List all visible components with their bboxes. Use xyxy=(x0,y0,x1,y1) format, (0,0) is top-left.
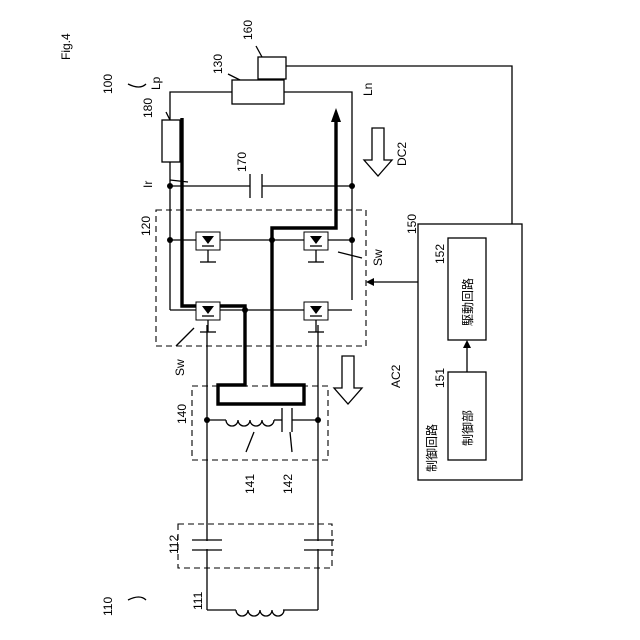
label-ac2: AC2 xyxy=(389,364,403,388)
leader-110 xyxy=(128,597,146,600)
cap-gap-left xyxy=(200,541,214,549)
sw-right-leader xyxy=(338,252,362,258)
ac-leg-wires xyxy=(207,325,318,420)
current-path-arrowhead xyxy=(331,108,341,122)
leader-141 xyxy=(246,432,254,452)
label-180: 180 xyxy=(141,98,155,118)
label-110: 110 xyxy=(101,597,115,616)
label-141: 141 xyxy=(243,474,257,494)
capacitor-142 xyxy=(282,408,318,432)
label-142: 142 xyxy=(281,474,295,494)
label-152: 152 xyxy=(433,244,447,264)
label-140: 140 xyxy=(175,404,189,424)
ac-line-wires xyxy=(207,420,318,610)
leader-130 xyxy=(228,74,240,80)
label-150: 150 xyxy=(405,214,419,234)
control-circuit-text: 制御部 xyxy=(460,410,475,446)
label-100: 100 xyxy=(101,74,115,94)
filter-140-frame xyxy=(192,386,328,460)
lp-rail-top xyxy=(170,92,232,120)
sensor-130-box xyxy=(232,80,284,104)
label-160: 160 xyxy=(241,20,255,40)
converter-120-frame xyxy=(156,210,366,346)
label-dc2: DC2 xyxy=(395,142,409,166)
label-sw-right: Sw xyxy=(371,249,385,266)
leader-100 xyxy=(128,84,146,87)
capacitor-170 xyxy=(250,174,262,198)
current-path xyxy=(182,118,336,404)
ln-rail xyxy=(284,92,352,300)
drive-signal-arrowhead xyxy=(366,278,374,286)
label-130: 130 xyxy=(211,54,225,74)
label-120: 120 xyxy=(139,216,153,236)
leader-142 xyxy=(290,432,292,452)
label-170: 170 xyxy=(235,152,249,172)
power-rails xyxy=(170,92,352,610)
source-inductor-111 xyxy=(236,610,284,616)
label-lp: Lp xyxy=(149,76,163,90)
switch-top-left xyxy=(196,232,220,262)
dc2-arrow xyxy=(364,128,392,176)
label-ir: Ir xyxy=(141,181,155,188)
sw-left-leader xyxy=(176,328,194,346)
label-151: 151 xyxy=(433,368,447,388)
drive-circuit-text: 駆動回路 xyxy=(460,278,475,326)
switch-bottom-right xyxy=(304,302,328,332)
switch-bottom-left xyxy=(196,302,220,332)
label-111: 111 xyxy=(191,591,205,610)
block-160-box xyxy=(258,57,286,79)
leader-160 xyxy=(256,46,262,57)
label-ln: Ln xyxy=(361,83,375,96)
switch-top-right xyxy=(304,232,328,262)
inductor-141 xyxy=(207,420,282,426)
cap-gap-right xyxy=(311,541,325,549)
controller-title: 制御回路 xyxy=(424,424,439,472)
label-sw-left: Sw xyxy=(173,359,187,376)
figure-title: Fig.4 xyxy=(59,33,73,60)
leader-ir xyxy=(170,180,188,182)
ac2-arrow xyxy=(334,356,362,404)
resistor-180 xyxy=(162,120,180,162)
label-112: 112 xyxy=(167,535,181,554)
